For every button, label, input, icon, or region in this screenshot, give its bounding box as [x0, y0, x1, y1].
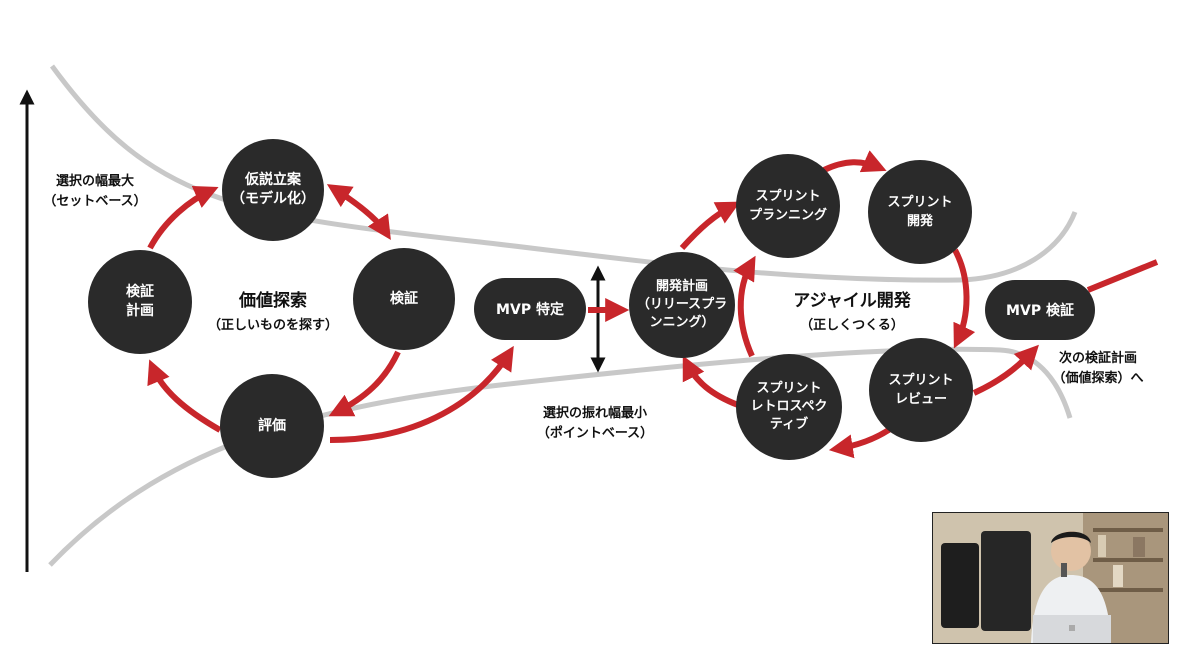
node-release-planning-line3: ンニング）: [649, 315, 715, 330]
axis-label: 選択の幅最大 （セットベース）: [36, 172, 154, 212]
node-sprint-retro-line2: レトロスペク: [750, 399, 828, 414]
arrow-evaluate-to-mvp: [329, 345, 514, 443]
arrow-plan-to-hypothesis: [147, 186, 219, 250]
node-sprint-dev-line2: 開発: [906, 214, 933, 229]
node-sprint-dev: スプリント 開発: [868, 160, 972, 264]
axis-label-line1: 選択の幅最大: [55, 174, 134, 189]
value-exploration-subtitle-text: （正しいものを探す）: [207, 318, 338, 333]
node-release-planning: 開発計画 （リリースプラ ンニング）: [629, 252, 735, 358]
node-release-planning-line1: 開発計画: [655, 279, 708, 294]
node-test-line1: 検証: [390, 290, 418, 307]
agile-title-text: アジャイル開発: [793, 291, 911, 311]
node-sprint-retro: スプリント レトロスペク ティブ: [736, 354, 842, 460]
node-evaluate: 評価: [220, 374, 324, 478]
mvp-verify-pill: MVP 検証: [985, 280, 1095, 340]
node-hypothesis-line2: （モデル化）: [231, 191, 315, 207]
node-verify-plan: 検証 計画: [88, 250, 192, 354]
value-exploration-title-text: 価値探索: [239, 291, 307, 311]
node-sprint-planning-line2: プランニング: [748, 208, 827, 223]
node-test: 検証: [353, 248, 455, 350]
node-hypothesis-line1: 仮説立案: [245, 172, 301, 188]
arrow-dev-to-review: [952, 248, 976, 349]
node-sprint-planning-line1: スプリント: [755, 189, 821, 204]
axis-label-line2: （セットベース）: [43, 194, 147, 209]
node-sprint-review: スプリント レビュー: [869, 338, 973, 442]
narrowest-line2: （ポイントベース）: [536, 426, 654, 441]
node-evaluate-line1: 評価: [258, 417, 286, 434]
narrowest-label: 選択の振れ幅最小 （ポイントベース）: [520, 404, 670, 444]
node-sprint-planning: スプリント プランニング: [736, 154, 840, 258]
arrow-test-to-evaluate: [328, 350, 401, 417]
next-label: 次の検証計画 （価値探索）へ: [1040, 349, 1156, 389]
funnel-upper-line: [49, 64, 1078, 283]
arrow-retro-to-release: [682, 355, 740, 408]
arrow-mvp-verify-out: [1086, 259, 1159, 293]
node-sprint-review-line1: スプリント: [888, 373, 954, 388]
mvp-identify-label: MVP 特定: [496, 302, 564, 318]
arrow-hypothesis-test: [326, 184, 391, 241]
node-verify-plan-line1: 検証: [126, 284, 154, 300]
arrow-evaluate-to-plan: [147, 359, 222, 433]
node-sprint-retro-line1: スプリント: [756, 381, 822, 396]
node-sprint-retro-line3: ティブ: [769, 417, 809, 432]
arrow-review-to-mvp-verify: [972, 344, 1039, 396]
mvp-identify-pill: MVP 特定: [474, 278, 586, 340]
node-sprint-dev-line1: スプリント: [887, 195, 953, 210]
node-release-planning-line2: （リリースプラ: [636, 297, 728, 312]
presenter-video-image: [933, 513, 1168, 643]
next-line1: 次の検証計画: [1058, 351, 1137, 366]
agile-subtitle: （正しくつくる）: [770, 316, 934, 336]
node-verify-plan-line2: 計画: [126, 303, 154, 319]
presenter-video: [932, 512, 1169, 644]
node-hypothesis: 仮説立案 （モデル化）: [222, 139, 324, 241]
node-sprint-review-line2: レビュー: [894, 392, 947, 407]
value-exploration-subtitle: （正しいものを探す）: [190, 316, 356, 336]
arrow-release-to-sprint-planning: [679, 201, 741, 251]
value-exploration-title: 価値探索: [198, 289, 348, 313]
agile-subtitle-text: （正しくつくる）: [800, 318, 904, 333]
arrow-review-to-retro: [828, 424, 895, 459]
narrowest-line1: 選択の振れ幅最小: [542, 406, 647, 421]
mvp-verify-label: MVP 検証: [1006, 303, 1074, 319]
next-line2: （価値探索）へ: [1052, 371, 1144, 386]
arrow-sprint-planning-to-dev: [822, 150, 887, 173]
agile-title: アジャイル開発: [764, 289, 940, 313]
arrow-retro-to-planning: [733, 255, 756, 358]
